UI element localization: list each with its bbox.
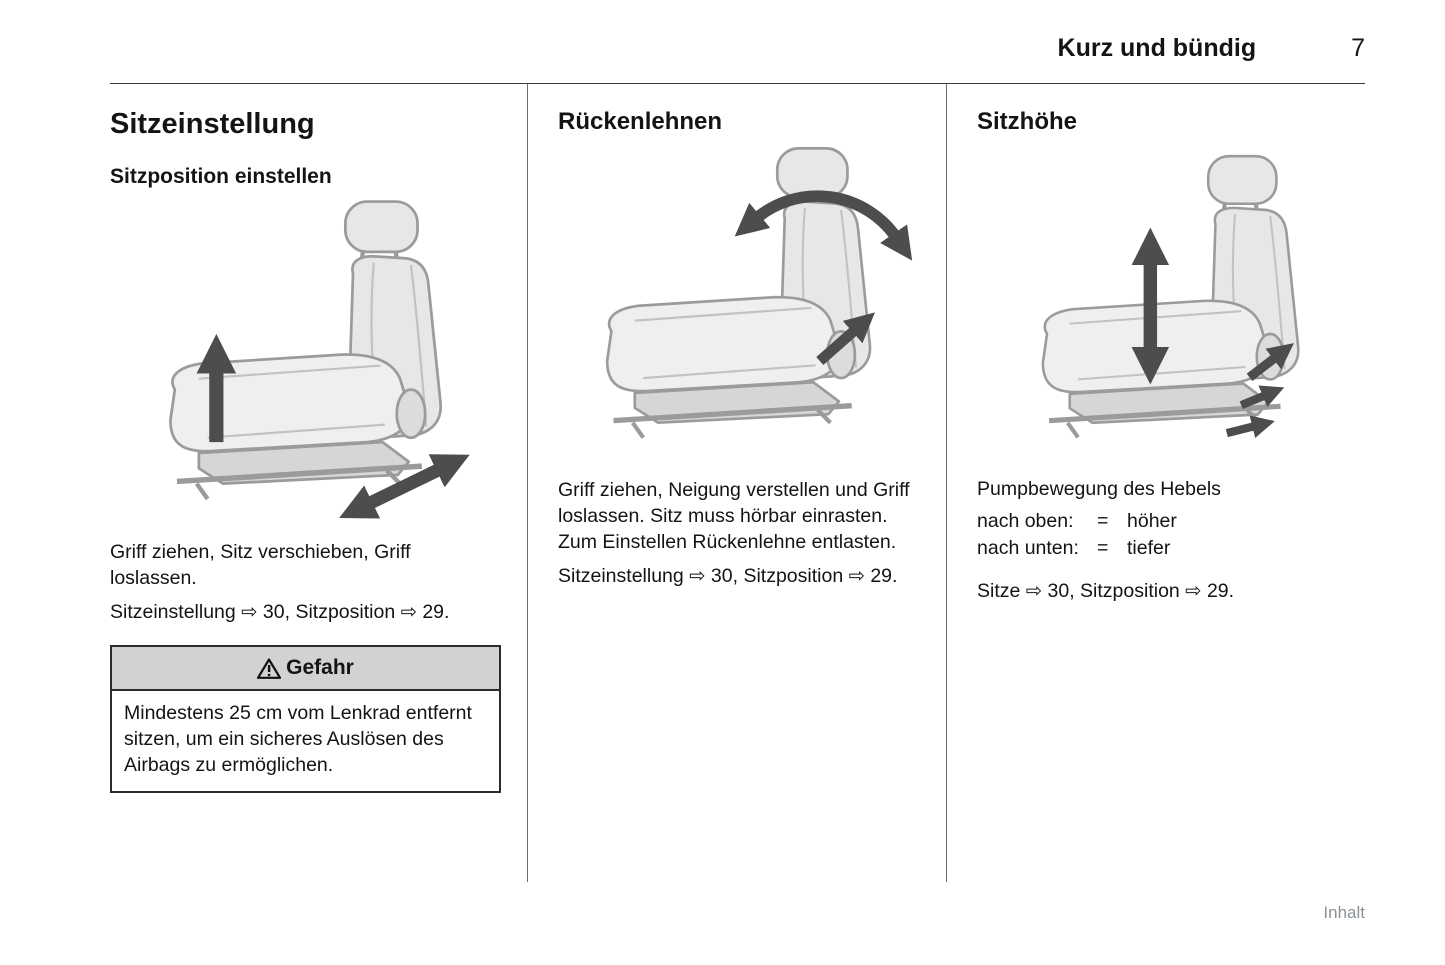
slide-arrows (195, 333, 470, 519)
definition-label: nach unten: (977, 537, 1079, 559)
section-title: Rückenlehnen (558, 108, 723, 135)
height-direction-list: nach oben: = höher nach unten: = tiefer (977, 508, 1365, 562)
danger-title: Gefahr (286, 656, 354, 679)
section-title: Sitzeinstellung (110, 108, 315, 140)
danger-box-header: Gefahr (112, 647, 499, 691)
seat-slide-illustration (120, 195, 470, 519)
seat-recline-illustration (558, 142, 913, 461)
page-number: 7 (1351, 34, 1365, 62)
column-backrests: Rückenlehnen Griff ziehen, Neigung verst… (528, 84, 947, 882)
cross-reference-text: Sitzeinstellung ⇨ 30, Sitzposition ⇨ 29. (110, 601, 450, 623)
height-arrows (1131, 227, 1294, 438)
seat-height-illustration (995, 150, 1347, 460)
cross-reference-text: Sitze ⇨ 30, Sitzposition ⇨ 29. (977, 580, 1235, 602)
header-rule (110, 83, 1365, 84)
illustration-wrap (558, 142, 920, 461)
cross-reference-text: Sitzeinstellung ⇨ 30, Sitzposition ⇨ 29. (558, 565, 898, 587)
body-text: Griff ziehen, Neigung verstellen und Gri… (558, 479, 910, 553)
body-text: Pumpbewegung des Hebels (977, 478, 1221, 500)
content-columns: Sitzeinstellung Sitzposition einstellen … (110, 84, 1365, 882)
illustration-wrap (110, 195, 501, 523)
definition-value: tiefer (1127, 537, 1171, 559)
definition-row: nach oben: = höher (977, 508, 1365, 535)
definition-row: nach unten: = tiefer (977, 535, 1365, 562)
subsection-title: Sitzposition einstellen (110, 165, 332, 188)
danger-body-text: Mindestens 25 cm vom Lenkrad entfernt si… (124, 702, 472, 776)
column-seat-adjustment: Sitzeinstellung Sitzposition einstellen … (110, 84, 528, 882)
warning-triangle-icon (257, 657, 282, 679)
section-title: Sitzhöhe (977, 108, 1077, 135)
equals-sign: = (1097, 510, 1109, 532)
definition-value: höher (1127, 510, 1177, 532)
column-seat-height: Sitzhöhe Pumpbewegung des Hebels nach ob… (947, 84, 1365, 882)
recline-arrows (734, 190, 913, 366)
header-section-title: Kurz und bündig (1057, 34, 1257, 62)
body-text: Griff ziehen, Sitz verschieben, Griff lo… (110, 541, 411, 589)
equals-sign: = (1097, 537, 1109, 559)
page-header: Kurz und bündig 7 (110, 34, 1365, 63)
definition-label: nach oben: (977, 510, 1074, 532)
danger-box: Gefahr Mindestens 25 cm vom Lenkrad entf… (110, 645, 501, 793)
footer-inhalt-link[interactable]: Inhalt (1323, 903, 1365, 922)
illustration-wrap (977, 150, 1365, 460)
